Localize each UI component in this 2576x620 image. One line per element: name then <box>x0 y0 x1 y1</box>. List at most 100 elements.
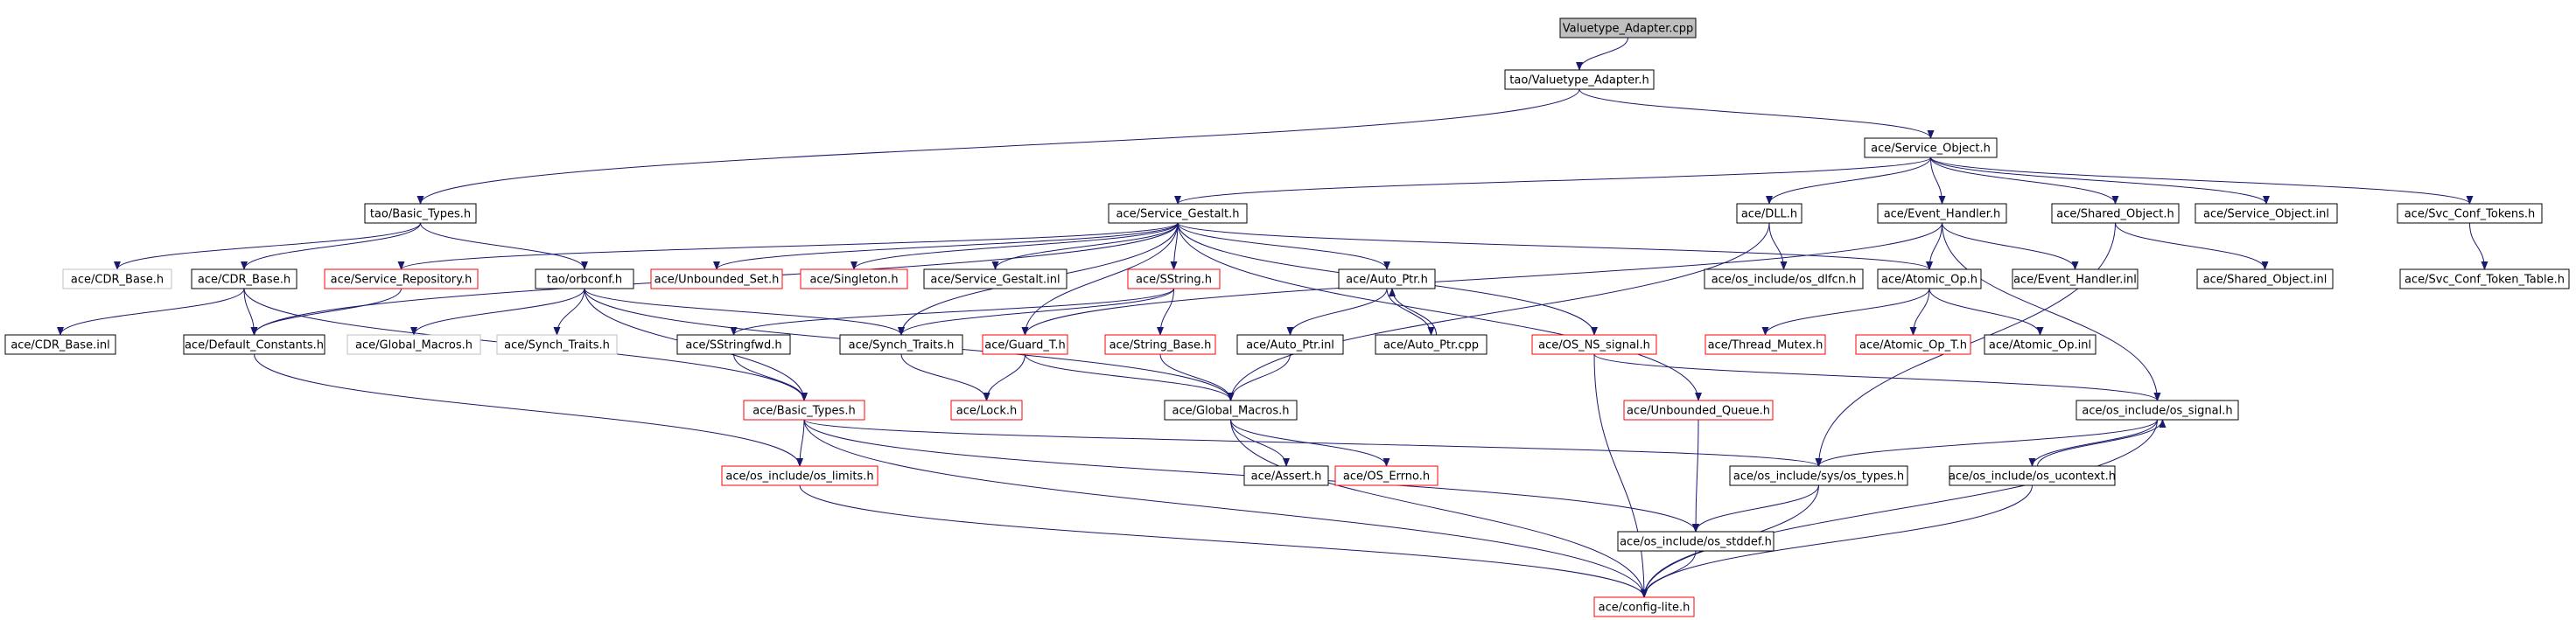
graph-node[interactable]: ace/Shared_Object.inl <box>2196 268 2334 289</box>
graph-node[interactable]: ace/Guard_T.h <box>982 334 1068 355</box>
node-label: ace/CDR_Base.inl <box>10 339 109 352</box>
graph-node[interactable]: ace/Service_Object.inl <box>2194 203 2338 224</box>
node-label: ace/os_include/os_ucontext.h <box>1949 470 2116 484</box>
edge-n3-to-n4 <box>1174 157 1931 205</box>
graph-node[interactable]: ace/Global_Macros.h <box>346 334 481 355</box>
graph-node[interactable]: ace/os_include/os_signal.h <box>2076 400 2239 421</box>
graph-node[interactable]: ace/Global_Macros.h <box>1164 400 1298 421</box>
node-box <box>1375 334 1488 355</box>
graph-node[interactable]: ace/CDR_Base.inl <box>4 334 116 355</box>
graph-node[interactable]: ace/CDR_Base.h <box>62 268 172 289</box>
node-label: ace/CDR_Base.h <box>71 274 164 287</box>
node-box <box>923 268 1068 289</box>
node-label: ace/os_include/os_signal.h <box>2082 405 2232 418</box>
edge-n38-to-n49 <box>803 419 1648 598</box>
graph-node[interactable]: tao/Basic_Types.h <box>364 203 477 224</box>
graph-node[interactable]: ace/SString.h <box>1127 268 1221 289</box>
graph-node[interactable]: ace/SStringfwd.h <box>676 334 791 355</box>
node-label: tao/Basic_Types.h <box>370 208 471 221</box>
graph-node[interactable]: ace/Auto_Ptr.inl <box>1236 334 1344 355</box>
graph-node[interactable]: ace/Service_Repository.h <box>324 268 479 289</box>
graph-node[interactable]: tao/Valuetype_Adapter.h <box>1504 69 1655 90</box>
graph-node[interactable]: ace/CDR_Base.h <box>191 268 298 289</box>
graph-node[interactable]: ace/Atomic_Op_T.h <box>1855 334 1971 355</box>
graph-node[interactable]: ace/Atomic_Op.inl <box>1984 334 2096 355</box>
graph-node[interactable]: ace/Service_Gestalt.h <box>1108 203 1248 224</box>
node-label: ace/DLL.h <box>1741 208 1797 221</box>
graph-node[interactable]: ace/config-lite.h <box>1593 596 1695 617</box>
node-box <box>800 268 908 289</box>
node-label: ace/Synch_Traits.h <box>504 339 610 352</box>
graph-node[interactable]: ace/os_include/sys/os_types.h <box>1729 465 1908 486</box>
node-label: ace/Assert.h <box>1251 470 1322 484</box>
edge-n4-to-n15 <box>850 222 1179 270</box>
graph-node[interactable]: ace/Default_Constants.h <box>183 334 326 355</box>
edge-n4-to-n30 <box>1021 222 1179 336</box>
graph-node[interactable]: ace/Lock.h <box>950 400 1023 421</box>
node-label: ace/Event_Handler.h <box>1884 208 2001 221</box>
node-label: tao/Valuetype_Adapter.h <box>1509 74 1648 87</box>
graph-node[interactable]: ace/Event_Handler.h <box>1877 203 2007 224</box>
edge-n41-to-n48 <box>1692 419 1700 533</box>
edge-n3-to-n6 <box>1930 157 1946 205</box>
graph-node[interactable]: ace/Auto_Ptr.h <box>1338 268 1436 289</box>
node-box <box>1704 334 1826 355</box>
graph-node[interactable]: ace/Shared_Object.h <box>2051 203 2180 224</box>
node-box <box>1984 334 2096 355</box>
graph-node[interactable]: ace/Svc_Conf_Tokens.h <box>2397 203 2543 224</box>
edge-n13-to-n29 <box>584 288 905 336</box>
graph-node[interactable]: ace/Event_Handler.inl <box>2012 268 2138 289</box>
node-box <box>1236 334 1344 355</box>
node-label: ace/Auto_Ptr.inl <box>1246 339 1334 352</box>
graph-node[interactable]: ace/os_include/os_dlfcn.h <box>1704 268 1864 289</box>
edge-n42-to-n49 <box>1641 419 2158 598</box>
graph-node[interactable]: ace/Basic_Types.h <box>743 400 865 421</box>
node-box <box>1559 17 1697 38</box>
graph-node[interactable]: ace/Singleton.h <box>800 268 908 289</box>
node-box <box>191 268 298 289</box>
graph-node[interactable]: ace/Assert.h <box>1243 465 1329 486</box>
edge-n28-to-n38 <box>733 353 808 401</box>
graph-node[interactable]: ace/os_include/os_ucontext.h <box>1949 465 2116 486</box>
graph-node[interactable]: ace/Atomic_Op.h <box>1877 268 1982 289</box>
edge-n2-to-n11 <box>241 222 421 270</box>
graph-node[interactable]: ace/Synch_Traits.h <box>496 334 618 355</box>
edge-n4-to-n18 <box>1177 222 1390 270</box>
graph-node[interactable]: ace/OS_NS_signal.h <box>1531 334 1657 355</box>
node-label: ace/Thread_Mutex.h <box>1708 339 1824 352</box>
graph-node[interactable]: ace/Unbounded_Queue.h <box>1623 400 1774 421</box>
node-label: ace/Service_Gestalt.h <box>1116 208 1239 221</box>
graph-node[interactable]: ace/Synch_Traits.h <box>839 334 963 355</box>
node-box <box>721 465 878 486</box>
edge-n6-to-n20 <box>1926 222 1942 270</box>
node-label: ace/Shared_Object.inl <box>2203 274 2328 287</box>
graph-node[interactable]: tao/orbconf.h <box>535 268 634 289</box>
edge-n2-to-n10 <box>114 222 421 270</box>
graph-node[interactable]: ace/Unbounded_Set.h <box>650 268 783 289</box>
graph-node[interactable]: ace/Service_Gestalt.inl <box>923 268 1068 289</box>
node-label: ace/Service_Object.h <box>1871 143 1991 156</box>
graph-node[interactable]: ace/String_Base.h <box>1104 334 1216 355</box>
node-label: ace/OS_Errno.h <box>1343 470 1430 484</box>
node-box <box>1243 465 1329 486</box>
graph-node[interactable]: ace/OS_Errno.h <box>1334 465 1438 486</box>
graph-node[interactable]: ace/Svc_Conf_Token_Table.h <box>2399 268 2570 289</box>
graph-node[interactable]: Valuetype_Adapter.cpp <box>1559 17 1697 38</box>
node-box <box>1949 465 2116 486</box>
edge-n42-to-n47 <box>2028 419 2158 467</box>
graph-node[interactable]: ace/Service_Object.h <box>1864 137 1998 158</box>
graph-node[interactable]: ace/os_include/os_limits.h <box>721 465 878 486</box>
edge-n48-to-n49 <box>1641 550 1697 598</box>
graph-node[interactable]: ace/Auto_Ptr.cpp <box>1375 334 1488 355</box>
node-box <box>2397 203 2543 224</box>
node-label: ace/Atomic_Op.inl <box>1989 339 2091 352</box>
graph-node[interactable]: ace/os_include/os_stddef.h <box>1617 531 1774 552</box>
graph-node[interactable]: ace/DLL.h <box>1736 203 1802 224</box>
node-label: ace/Atomic_Op_T.h <box>1859 339 1967 352</box>
node-layer: Valuetype_Adapter.cpp tao/Valuetype_Adapt… <box>4 17 2570 617</box>
graph-node[interactable]: ace/Thread_Mutex.h <box>1704 334 1826 355</box>
node-box <box>1504 69 1655 90</box>
node-label: tao/orbconf.h <box>547 274 622 287</box>
edge-n12-to-n25 <box>250 288 402 336</box>
